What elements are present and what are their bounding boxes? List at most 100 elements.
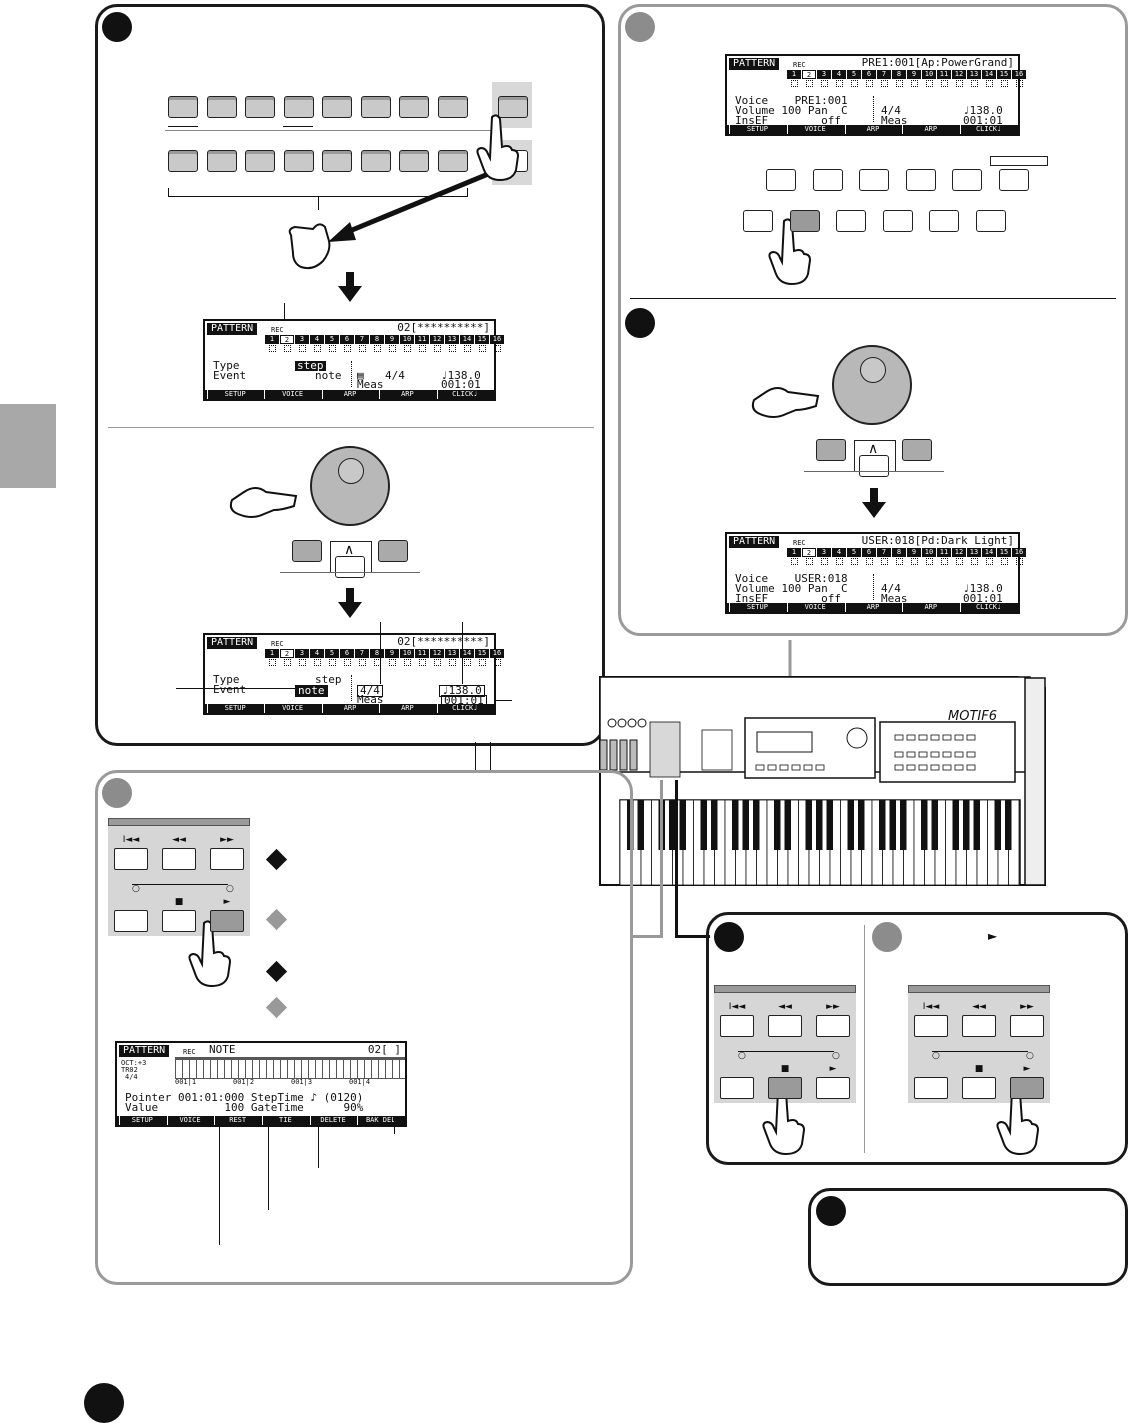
track-button-8[interactable] xyxy=(437,96,468,118)
track-button-lower-7[interactable] xyxy=(399,150,429,172)
transport-button[interactable] xyxy=(962,1015,996,1037)
track-button-2[interactable] xyxy=(206,96,237,118)
lcd-tab[interactable]: DELETE xyxy=(309,1116,356,1125)
transport-button[interactable] xyxy=(162,910,196,932)
lcd-tab[interactable]: CLICK♩ xyxy=(436,390,492,399)
lcd-tab[interactable]: ARP xyxy=(321,704,377,713)
lcd-tab[interactable]: ARP xyxy=(902,125,958,134)
track-button-lower-5[interactable] xyxy=(322,150,352,172)
connector-line xyxy=(633,935,663,938)
data-dial-icon[interactable] xyxy=(310,446,390,526)
lcd-tab[interactable]: ARP xyxy=(902,603,958,612)
lcd-tab[interactable]: SETUP xyxy=(729,603,785,612)
dec-button[interactable] xyxy=(292,540,322,562)
transport-button[interactable] xyxy=(1010,1015,1044,1037)
lcd-track-number: 5 xyxy=(847,548,861,557)
transport-button[interactable] xyxy=(210,848,244,870)
transport-button[interactable] xyxy=(768,1015,802,1037)
transport-button[interactable] xyxy=(962,1077,996,1099)
enter-button[interactable] xyxy=(335,556,365,578)
lcd-tab[interactable]: VOICE xyxy=(166,1116,213,1125)
lcd-voice-line: Voice USER:018 xyxy=(735,572,848,585)
track-button-6[interactable] xyxy=(360,96,391,118)
transport-button[interactable] xyxy=(914,1077,948,1099)
track-button-4[interactable] xyxy=(283,96,314,118)
lcd-track-number: 7 xyxy=(877,70,891,79)
lcd-tab[interactable]: CLICK♩ xyxy=(960,125,1016,134)
transport-button[interactable] xyxy=(816,1077,850,1099)
lcd-tab[interactable]: TIE xyxy=(262,1116,308,1125)
transport-bracket xyxy=(932,1051,1028,1052)
lcd-track-number: 1 xyxy=(265,335,279,344)
lcd-tab[interactable]: ARP xyxy=(844,603,901,612)
lcd-tab[interactable]: ARP xyxy=(844,125,901,134)
bank-button-5[interactable] xyxy=(952,169,982,191)
lcd-tab[interactable]: VOICE xyxy=(264,390,319,399)
bank-button-1[interactable] xyxy=(766,169,796,191)
transport-button[interactable] xyxy=(1010,1077,1044,1099)
transport-button[interactable] xyxy=(162,848,196,870)
data-dial-icon[interactable] xyxy=(832,345,912,425)
lcd-track-number: 1 xyxy=(787,70,801,79)
bank-button-6[interactable] xyxy=(998,169,1029,191)
group-button-2[interactable] xyxy=(789,210,820,232)
group-button-3[interactable] xyxy=(836,210,866,232)
transport-button[interactable] xyxy=(720,1015,754,1037)
lcd-tab[interactable]: SETUP xyxy=(119,1116,165,1125)
track-button-lower-1[interactable] xyxy=(168,150,198,172)
transport-button[interactable] xyxy=(816,1015,850,1037)
inc-button[interactable] xyxy=(902,439,932,461)
lcd-tab[interactable]: CLICK♩ xyxy=(436,704,492,713)
track-button-lower-4[interactable] xyxy=(283,150,314,172)
track-button-lower-8[interactable] xyxy=(437,150,468,172)
lcd-tab[interactable]: ARP xyxy=(321,390,377,399)
transport-symbol: ►► xyxy=(826,1002,840,1012)
transport-button[interactable] xyxy=(914,1015,948,1037)
track-button-lower-3[interactable] xyxy=(245,150,275,172)
transport-symbol: ■ xyxy=(174,897,184,907)
lcd-track-number: 2 xyxy=(802,70,816,79)
transport-button[interactable] xyxy=(720,1077,754,1099)
track-button-3[interactable] xyxy=(245,96,275,118)
led-indicator: ○ xyxy=(738,1051,746,1061)
track-button-lower-2[interactable] xyxy=(206,150,237,172)
lcd-tab[interactable]: BAK DEL xyxy=(357,1116,403,1125)
transport-button[interactable] xyxy=(768,1077,802,1099)
lcd-tab[interactable]: CLICK♩ xyxy=(960,603,1016,612)
lcd-type-value: step xyxy=(295,359,326,372)
lcd-tab[interactable]: ARP xyxy=(379,390,434,399)
transport-bracket xyxy=(738,1051,834,1052)
track-button-1[interactable] xyxy=(168,96,198,118)
lcd-tab[interactable]: SETUP xyxy=(729,125,785,134)
inc-button[interactable] xyxy=(378,540,408,562)
arrow-down-icon xyxy=(338,588,362,618)
track-button-lower-6[interactable] xyxy=(360,150,391,172)
track-button-5[interactable] xyxy=(322,96,352,118)
group-button-6[interactable] xyxy=(975,210,1006,232)
transport-symbol: ◄◄ xyxy=(172,835,186,845)
lcd-tab[interactable]: SETUP xyxy=(207,704,262,713)
lcd-meas-label: Meas xyxy=(881,114,908,127)
transport-button[interactable] xyxy=(114,848,148,870)
bank-button-3[interactable] xyxy=(859,169,889,191)
transport-button[interactable] xyxy=(210,910,244,932)
dec-button[interactable] xyxy=(816,439,846,461)
lcd-tab[interactable]: ARP xyxy=(379,704,434,713)
lcd-meter: 4/4 xyxy=(385,369,405,382)
lcd-tab[interactable]: VOICE xyxy=(264,704,319,713)
group-button-5[interactable] xyxy=(929,210,959,232)
group-button-4[interactable] xyxy=(882,210,913,232)
group-button-1[interactable] xyxy=(743,210,773,232)
bank-button-2[interactable] xyxy=(812,169,843,191)
enter-button[interactable] xyxy=(859,455,889,477)
transport-button[interactable] xyxy=(114,910,148,932)
lcd-tab[interactable]: SETUP xyxy=(207,390,262,399)
lcd-tab[interactable]: VOICE xyxy=(786,125,843,134)
lcd-tab[interactable]: VOICE xyxy=(786,603,843,612)
lcd-note-step: PATTERN REC NOTE 02[ ] OCT:+3 TR02 4/4 0… xyxy=(115,1041,407,1127)
bank-button-4[interactable] xyxy=(905,169,936,191)
lcd-tab[interactable]: REST xyxy=(214,1116,260,1125)
track-button-7[interactable] xyxy=(399,96,429,118)
track-select-button[interactable] xyxy=(498,96,528,118)
